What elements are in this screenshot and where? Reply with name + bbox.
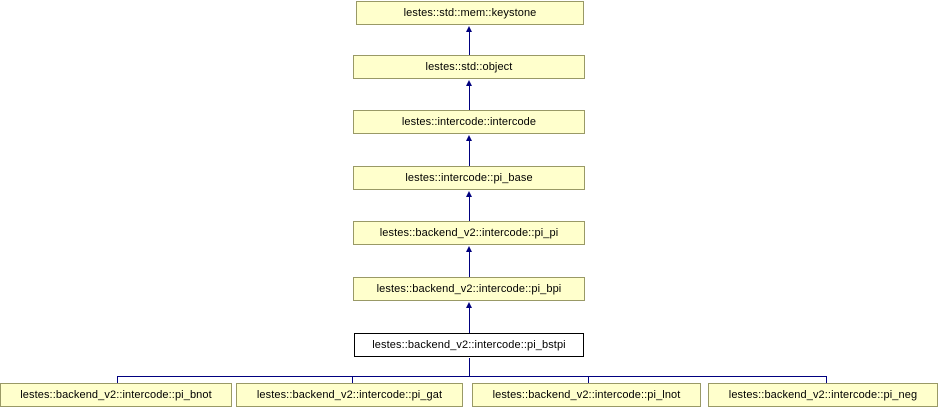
edge-pi-pi-to-pi-base [469, 197, 470, 221]
edge-pi-base-to-intercode [469, 141, 470, 166]
class-node-pi-gat[interactable]: lestes::backend_v2::intercode::pi_gat [236, 383, 463, 407]
edge-fanout-bus [117, 376, 827, 377]
arrowhead-pi-bpi-to-pi-pi [466, 246, 472, 252]
edge-intercode-to-object [469, 86, 470, 110]
edge-drop-pi-lnot [588, 376, 589, 383]
arrowhead-intercode-to-object [466, 80, 472, 86]
class-node-pi-bnot[interactable]: lestes::backend_v2::intercode::pi_bnot [0, 383, 232, 407]
class-node-intercode[interactable]: lestes::intercode::intercode [353, 110, 585, 134]
arrowhead-pi-bstpi-to-pi-bpi [466, 302, 472, 308]
class-node-object[interactable]: lestes::std::object [353, 55, 585, 79]
class-node-pi-base[interactable]: lestes::intercode::pi_base [353, 166, 585, 190]
edge-object-to-keystone [469, 32, 470, 55]
class-node-pi-bstpi[interactable]: lestes::backend_v2::intercode::pi_bstpi [354, 333, 584, 357]
arrowhead-pi-pi-to-pi-base [466, 191, 472, 197]
class-node-pi-bpi[interactable]: lestes::backend_v2::intercode::pi_bpi [353, 277, 585, 301]
class-node-pi-neg[interactable]: lestes::backend_v2::intercode::pi_neg [708, 383, 938, 407]
edge-pi-bpi-to-pi-pi [469, 252, 470, 277]
arrowhead-pi-base-to-intercode [466, 135, 472, 141]
class-node-pi-pi[interactable]: lestes::backend_v2::intercode::pi_pi [353, 221, 585, 245]
edge-drop-pi-bnot [117, 376, 118, 383]
edge-drop-pi-neg [826, 376, 827, 383]
edge-pi-bstpi-to-pi-bpi [469, 308, 470, 333]
class-node-pi-lnot[interactable]: lestes::backend_v2::intercode::pi_lnot [472, 383, 701, 407]
arrowhead-object-to-keystone [466, 26, 472, 32]
edge-fanout-stem [469, 358, 470, 376]
edge-drop-pi-gat [352, 376, 353, 383]
class-node-keystone[interactable]: lestes::std::mem::keystone [356, 1, 584, 25]
